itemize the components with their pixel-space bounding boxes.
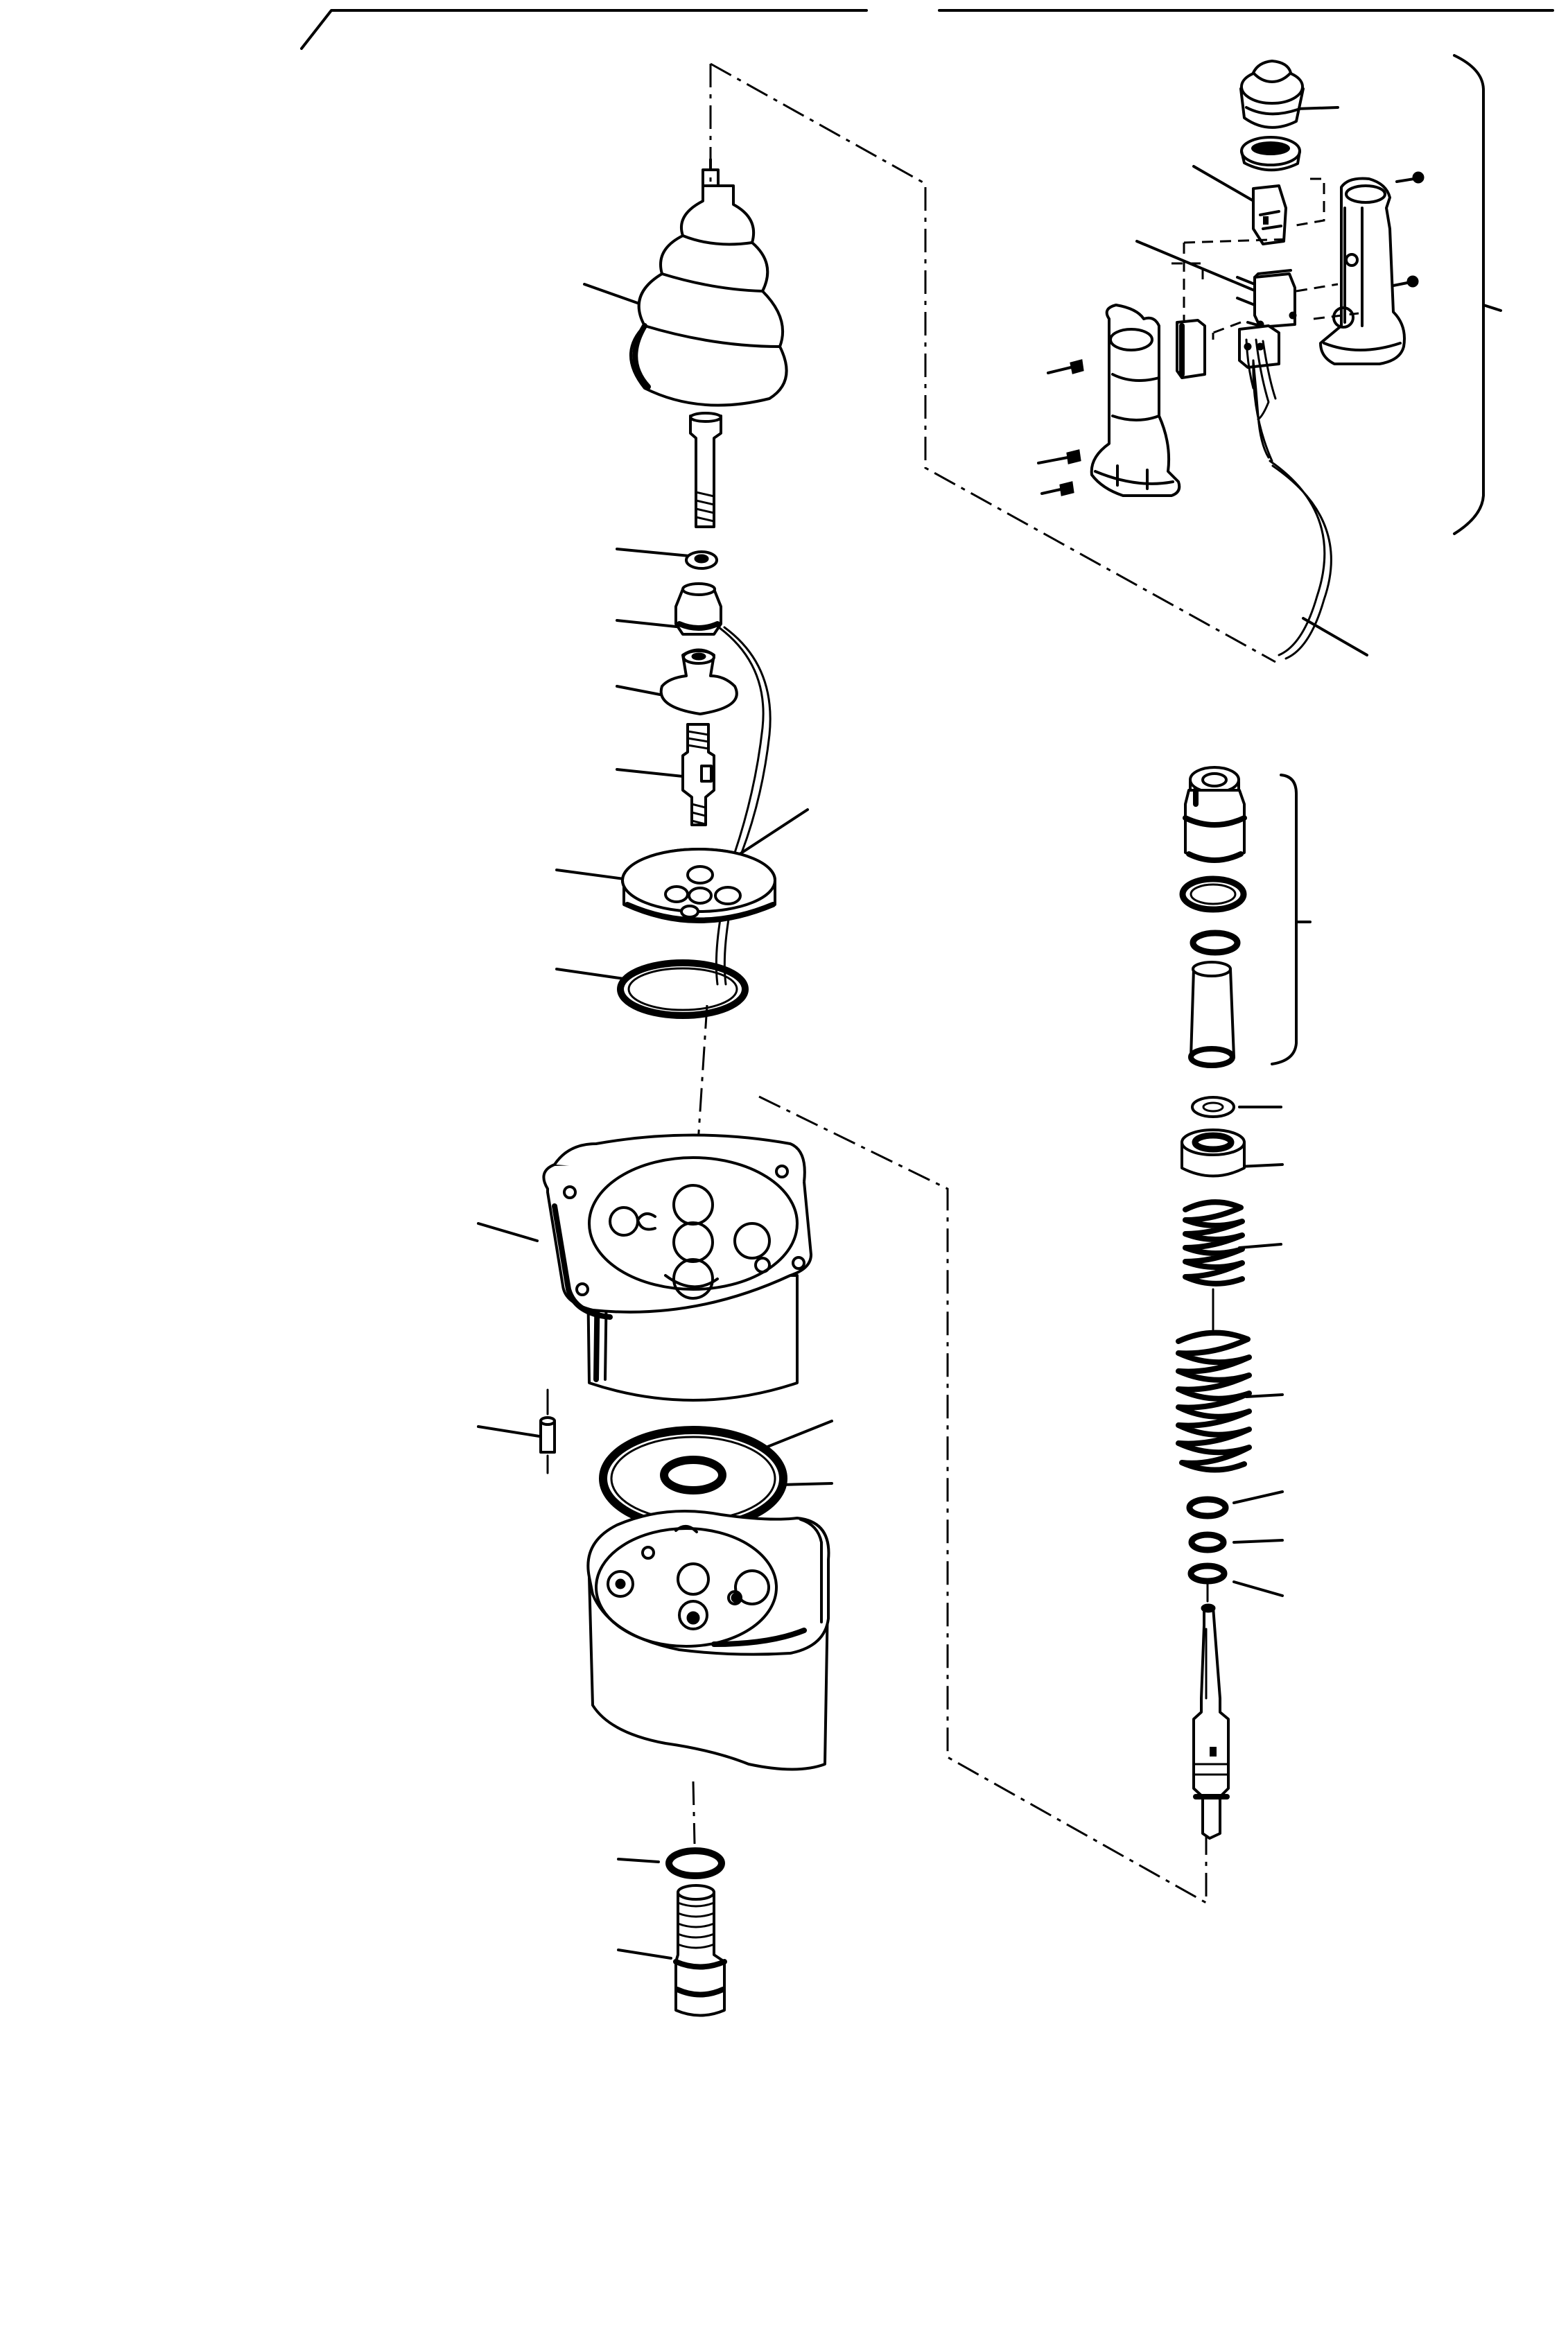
grip-half-left <box>1090 304 1181 497</box>
grip-half-right <box>1319 177 1406 365</box>
grip-bushing <box>1240 136 1301 172</box>
spool-assembly-bracket <box>1271 774 1312 1065</box>
switch <box>1236 269 1297 329</box>
spool-ring-upper <box>1179 875 1247 913</box>
grip-assembly-dashes <box>1171 177 1359 340</box>
inner-spring <box>1183 1199 1245 1287</box>
retainer-plate <box>621 848 776 923</box>
wire-harness <box>713 622 772 986</box>
plate-disc <box>659 648 738 715</box>
washer-1 <box>1186 1496 1229 1519</box>
leader-lines <box>477 106 1368 1960</box>
spool-assembly <box>1183 766 1247 863</box>
grip-link-frame <box>710 62 1276 663</box>
spring-seat <box>1181 1128 1246 1178</box>
washer-3 <box>1187 1562 1228 1585</box>
switch-clip <box>1252 184 1287 245</box>
nut-small <box>685 550 718 570</box>
spool-link-frame <box>758 1095 1209 1905</box>
housing-cover <box>542 1133 812 1402</box>
dowel-pin <box>539 1388 556 1474</box>
spool <box>1192 1583 1230 1840</box>
rubber-boot <box>629 158 788 407</box>
screw-set <box>1037 171 1425 496</box>
washer <box>1191 1096 1235 1118</box>
spool-ring-small <box>1190 930 1241 956</box>
outer-spring <box>1176 1288 1252 1473</box>
cable <box>1244 338 1332 660</box>
frame-top <box>300 9 1554 50</box>
joint-screw <box>681 723 715 826</box>
valve-body <box>586 1510 830 1771</box>
lever-rod <box>689 412 722 528</box>
seal-ring <box>660 1456 726 1494</box>
o-ring-upper <box>617 959 749 1019</box>
spool-sleeve <box>1188 961 1235 1068</box>
adapter <box>674 582 722 636</box>
grip-bracket <box>1453 54 1502 535</box>
grip-cap <box>1239 60 1305 129</box>
plug <box>673 1884 727 2017</box>
o-ring-lower <box>665 1847 725 1879</box>
washer-2 <box>1188 1531 1227 1553</box>
